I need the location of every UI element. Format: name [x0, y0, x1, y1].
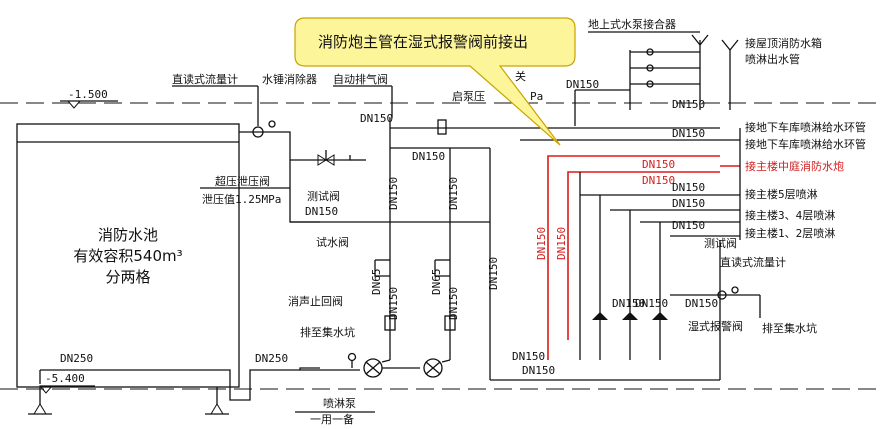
courtyard-cannon-label: 接主楼中庭消防水炮 — [745, 159, 844, 173]
roof-tank-label-2: 喷淋出水管 — [745, 52, 800, 66]
branch-dn150-3: DN150 — [672, 181, 705, 194]
riser-1-dn150: DN150 — [387, 177, 400, 210]
pressure-switch-symbol — [437, 119, 447, 135]
riser-2-dn150-lower: DN150 — [447, 287, 460, 320]
cannon-riser-dn150: DN150 — [535, 227, 548, 260]
main-header: DN150 DN150 DN150 — [239, 112, 720, 223]
test-water-valve-label: 试水阀 — [316, 235, 349, 249]
spray-pump-1 — [363, 358, 383, 378]
test-valve-right-label: 测试阀 — [704, 236, 737, 250]
distribution-risers: DN150 DN150 DN150 — [487, 148, 721, 381]
cannon-pipe: DN150 DN150 DN150 DN150 — [535, 155, 740, 360]
hammer-eliminator-label: 水锤消除器 — [262, 72, 317, 86]
callout-bubble: 消防炮主管在湿式报警阀前接出 — [294, 17, 576, 146]
wet-dn150-3: DN150 — [685, 297, 718, 310]
dist-riser-dn150: DN150 — [487, 257, 500, 290]
branch-dn150-1: DN150 — [672, 98, 705, 111]
roof-tank-label: 接屋顶消防水箱 — [745, 36, 822, 50]
branch-dn150-5: DN150 — [672, 219, 705, 232]
floor5-label: 接主楼5层喷淋 — [745, 187, 818, 201]
right-branches: DN150 DN150 DN150 DN150 DN150 DN150 DN15… — [520, 78, 761, 360]
overpressure-valve-label: 超压泄压阀 — [215, 174, 270, 188]
cannon-dn150-upper: DN150 — [642, 158, 675, 171]
header-dn150: DN150 — [305, 205, 338, 218]
relief-pressure-label: 泄压值1.25MPa — [202, 193, 281, 206]
wet-dn150-2: DN150 — [635, 297, 668, 310]
floor34-label: 接主楼3、4层喷淋 — [745, 208, 835, 222]
suction-dn250-right: DN250 — [255, 352, 288, 365]
pump-risers: DN150 DN150 DN150 DN150 DN65 DN65 — [370, 118, 460, 363]
suction-pipes: DN250 DN250 — [39, 352, 360, 401]
pressure-unit-partial: Pa — [530, 90, 543, 103]
silencer-check-label: 消声止回阀 — [288, 294, 343, 308]
start-pressure-label: 启泵压 — [452, 90, 485, 103]
branch-dn150-2: DN150 — [672, 127, 705, 140]
duty-standby-label: 一用一备 — [310, 412, 354, 426]
test-valve-upper-label: 测试阀 — [307, 189, 340, 203]
fire-pool: 消防水池 有效容积540m³ 分两格 — [16, 123, 240, 415]
pressure-switch-partial: 关 — [515, 69, 526, 83]
header-dn150-2: DN150 — [412, 150, 445, 163]
wet-alarm-valve-3 — [652, 312, 668, 320]
drain-pit-right-label: 排至集水坑 — [762, 321, 817, 335]
flowmeter-left-label: 直读式流量计 — [172, 72, 238, 86]
cannon-riser-dn150-2: DN150 — [555, 227, 568, 260]
wet-alarm-valve-1 — [622, 312, 638, 320]
pool-capacity: 有效容积540m³ — [73, 247, 182, 265]
basement-loop-1-label: 接地下车库喷淋给水环管 — [745, 120, 866, 134]
bottom-dn150-2: DN150 — [512, 350, 545, 363]
pump-adapter-label: 地上式水泵接合器 — [588, 17, 676, 31]
wet-alarm-valve-2 — [592, 312, 608, 320]
drain-pit-left-label: 排至集水坑 — [300, 325, 355, 339]
pool-title: 消防水池 — [98, 226, 158, 244]
floor12-label: 接主楼1、2层喷淋 — [745, 226, 835, 240]
level-bottom-marker: -5.400 — [38, 372, 95, 394]
callout-text: 消防炮主管在湿式报警阀前接出 — [318, 33, 528, 51]
level-top-marker: -1.500 — [60, 88, 118, 109]
branch-dn150-4: DN150 — [672, 197, 705, 210]
riser-1-dn150-lower: DN150 — [387, 287, 400, 320]
suction-dn250-left: DN250 — [60, 352, 93, 365]
level-bottom-label: -5.400 — [45, 372, 85, 385]
flowmeter-right-label: 直读式流量计 — [720, 255, 786, 269]
riser-1-dn65: DN65 — [370, 269, 383, 296]
spray-pump-2 — [423, 358, 443, 378]
level-top-label: -1.500 — [68, 88, 108, 101]
riser-2-dn65: DN65 — [430, 269, 443, 296]
cannon-dn150-lower: DN150 — [642, 174, 675, 187]
flowmeter-left-symbol — [252, 126, 264, 138]
bottom-dn150: DN150 — [522, 364, 555, 377]
basement-loop-2-label: 接地下车库喷淋给水环管 — [745, 137, 866, 151]
pump-adapter-group: 地上式水泵接合器 — [574, 17, 739, 126]
auto-vent-label: 自动排气阀 — [333, 72, 388, 86]
riser-2-dn150: DN150 — [447, 177, 460, 210]
pool-compartments: 分两格 — [105, 268, 150, 286]
pump-label: 喷淋泵 — [323, 397, 356, 410]
adapter-dn150: DN150 — [566, 78, 599, 91]
wet-alarm-valve-label: 湿式报警阀 — [688, 319, 743, 333]
header-dn150-3: DN150 — [360, 112, 393, 125]
wet-dn150-1: DN150 — [612, 297, 645, 310]
